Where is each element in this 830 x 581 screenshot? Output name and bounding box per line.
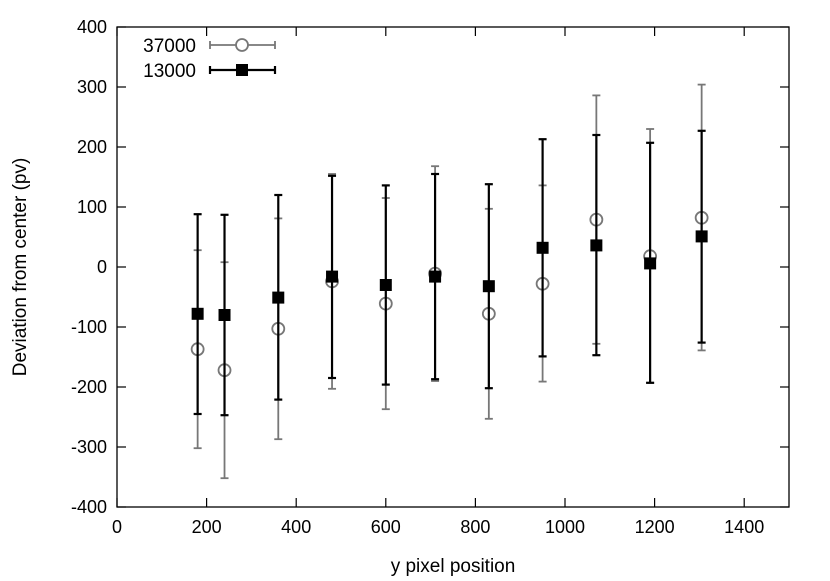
x-axis-title: y pixel position: [391, 556, 516, 577]
data-point-square: [590, 239, 603, 252]
legend-label: 13000: [143, 61, 196, 82]
legend-label: 37000: [143, 36, 196, 57]
legend: 37000 13000: [143, 36, 277, 82]
plot-frame: [116, 26, 790, 508]
y-tick-label: 100: [77, 197, 107, 217]
x-tick-label: 1200: [635, 517, 675, 537]
y-tick-label: 400: [77, 17, 107, 37]
y-tick-label: 200: [77, 137, 107, 157]
data-marks: [190, 83, 709, 480]
data-point-square: [482, 280, 495, 293]
series-37000: [190, 83, 709, 480]
series-13000: [191, 129, 708, 417]
x-tick-label: 400: [281, 517, 311, 537]
data-point-square: [272, 291, 285, 304]
data-point-square: [429, 270, 442, 283]
data-point-square: [536, 241, 549, 254]
y-tick-label: 0: [97, 257, 107, 277]
y-tick-label: -100: [71, 317, 107, 337]
y-axis-title: Deviation from center (pv): [10, 158, 31, 377]
y-tick-label: 300: [77, 77, 107, 97]
legend-marker-square: [236, 64, 248, 76]
data-point-square: [379, 279, 392, 291]
data-point-square: [218, 309, 231, 321]
y-tick-label: -200: [71, 377, 107, 397]
x-tick-label: 200: [192, 517, 222, 537]
x-tick-label: 1000: [545, 517, 585, 537]
y-tick-label: -400: [71, 497, 107, 517]
legend-marker-circle: [235, 38, 249, 52]
data-point-square: [191, 307, 204, 320]
x-tick-label: 0: [112, 517, 122, 537]
data-point-square: [644, 257, 657, 270]
data-point-square: [326, 270, 339, 283]
y-tick-label: -300: [71, 437, 107, 457]
x-tick-label: 600: [371, 517, 401, 537]
data-point-square: [695, 230, 708, 243]
x-tick-label: 800: [460, 517, 490, 537]
x-tick-label: 1400: [724, 517, 764, 537]
